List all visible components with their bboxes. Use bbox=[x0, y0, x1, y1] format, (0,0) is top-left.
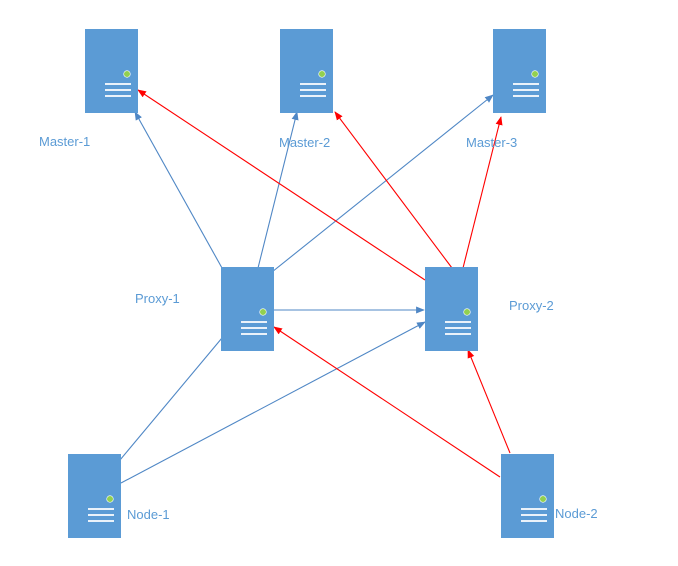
proxy-2-label: Proxy-2 bbox=[509, 298, 554, 313]
node-1-server bbox=[68, 454, 121, 538]
master-2-label: Master-2 bbox=[279, 135, 331, 150]
edge-proxy2-to-master1 bbox=[137, 89, 426, 281]
server-icon bbox=[85, 29, 138, 113]
node-2-label: Node-2 bbox=[555, 506, 598, 521]
edge-node2-to-proxy1 bbox=[273, 326, 501, 478]
edge-proxy2-to-master3 bbox=[462, 116, 503, 269]
server-icon bbox=[68, 454, 121, 538]
master-1-server bbox=[85, 29, 138, 113]
master-3-server bbox=[493, 29, 546, 113]
server-icon bbox=[501, 454, 554, 538]
edge-node2-to-proxy2 bbox=[467, 349, 511, 454]
proxy-2-server bbox=[425, 267, 478, 351]
master-3-label: Master-3 bbox=[466, 135, 518, 150]
edge-proxy1-to-master2 bbox=[257, 111, 299, 269]
edge-node1-to-proxy1 bbox=[119, 325, 233, 461]
edge-proxy1-to-master1 bbox=[134, 111, 223, 269]
node-2-server bbox=[501, 454, 554, 538]
node-1-label: Node-1 bbox=[127, 507, 170, 522]
edge-proxy2-to-master2 bbox=[334, 111, 453, 269]
proxy-1-label: Proxy-1 bbox=[135, 291, 180, 306]
server-icon bbox=[425, 267, 478, 351]
master-1-label: Master-1 bbox=[39, 134, 91, 149]
edge-node1-to-proxy2 bbox=[120, 321, 426, 484]
proxy-1-server bbox=[221, 267, 274, 351]
server-icon bbox=[221, 267, 274, 351]
server-icon bbox=[493, 29, 546, 113]
server-icon bbox=[280, 29, 333, 113]
master-2-server bbox=[280, 29, 333, 113]
edge-proxy1-to-master3 bbox=[261, 94, 494, 281]
